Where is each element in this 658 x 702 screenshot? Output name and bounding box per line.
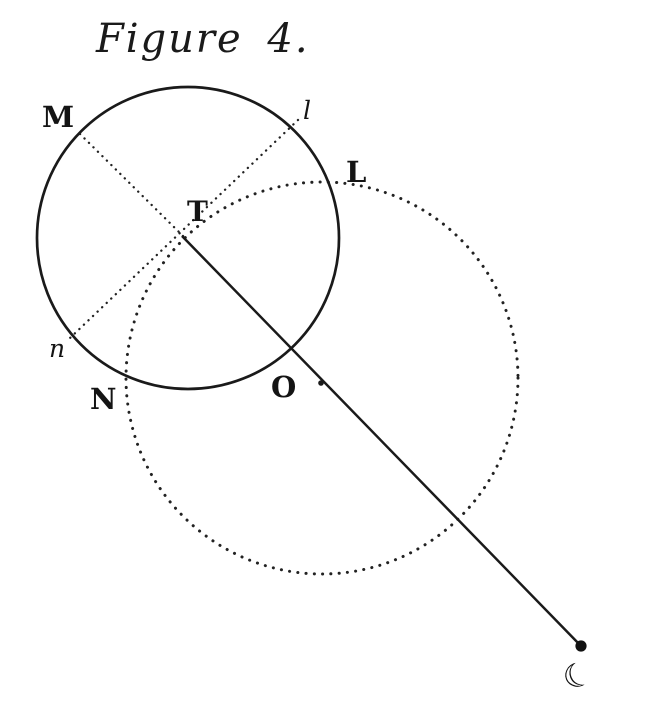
moon-endpoint-dot [575,640,587,652]
label-N: N [90,382,117,416]
label-M: M [42,100,74,134]
label-l: l [303,96,311,125]
dotted-circle-O [124,180,520,576]
figure-title: Figure 4. [95,16,310,62]
dotted-chord-l-n [68,118,300,340]
point-O-dot [318,380,324,386]
line-T-to-moon [181,235,582,647]
label-n: n [49,334,65,363]
label-O: O [271,370,296,404]
label-L: L [346,155,366,189]
solid-circle-T [35,85,341,391]
label-T: T [187,195,208,228]
moon-symbol: ☾ [556,652,598,699]
dotted-chord-M-T [78,132,186,239]
